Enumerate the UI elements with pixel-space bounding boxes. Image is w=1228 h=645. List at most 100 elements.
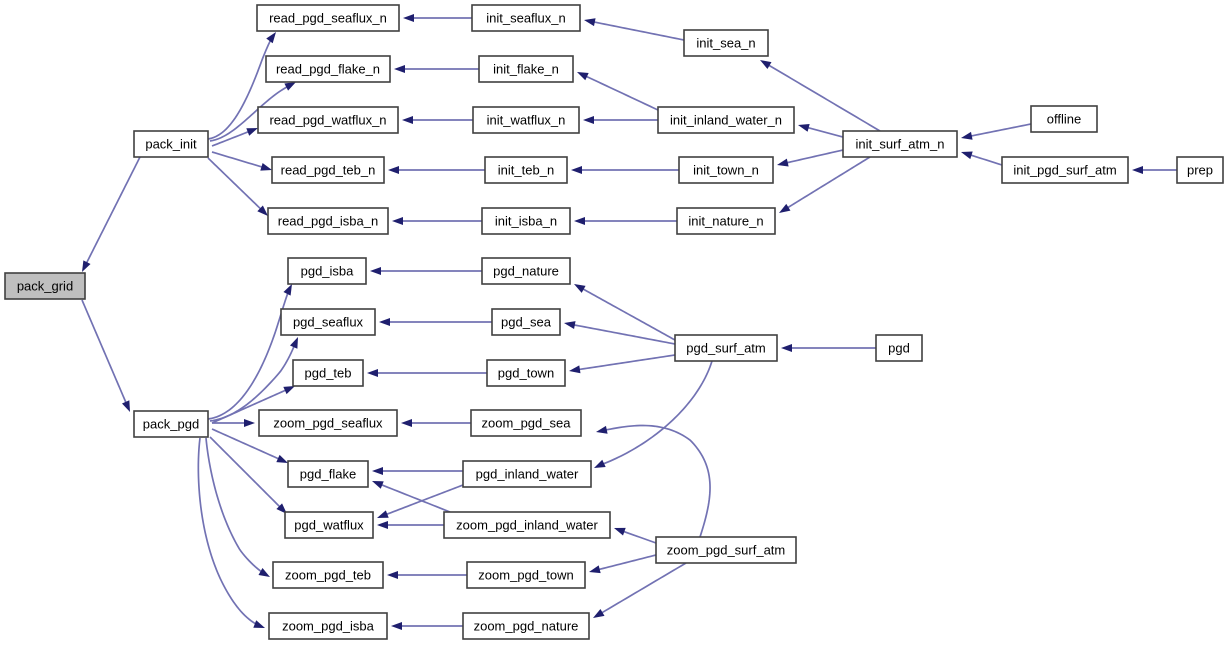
node-box-init_nature_n[interactable]: [676, 207, 776, 235]
node-box-zoom_pgd_isba[interactable]: [268, 612, 388, 640]
node-init_watflux_n[interactable]: init_watflux_n: [472, 106, 580, 134]
node-box-zoom_pgd_nature[interactable]: [462, 612, 590, 640]
node-box-pgd_inland_water[interactable]: [462, 460, 592, 488]
edge-pgd_sea-to-pgd_seaflux: [379, 318, 492, 326]
node-init_seaflux_n[interactable]: init_seaflux_n: [471, 4, 581, 32]
node-zoom_pgd_teb[interactable]: zoom_pgd_teb: [272, 561, 384, 589]
node-box-pack_init[interactable]: [133, 130, 209, 158]
node-box-pack_grid[interactable]: [4, 272, 86, 300]
node-zoom_pgd_seaflux[interactable]: zoom_pgd_seaflux: [258, 409, 398, 437]
node-box-pgd_flake[interactable]: [287, 460, 369, 488]
node-pgd_watflux[interactable]: pgd_watflux: [284, 511, 374, 539]
arrowhead-icon: [961, 131, 973, 140]
node-box-pgd_sea[interactable]: [491, 308, 561, 336]
node-box-init_pgd_surf_atm[interactable]: [1001, 156, 1129, 184]
node-pgd_isba[interactable]: pgd_isba: [287, 257, 367, 285]
node-init_inland_water_n[interactable]: init_inland_water_n: [657, 106, 795, 134]
node-box-zoom_pgd_town[interactable]: [466, 561, 586, 589]
node-box-read_pgd_seaflux_n[interactable]: [256, 4, 400, 32]
node-pgd[interactable]: pgd: [875, 334, 923, 362]
node-prep[interactable]: prep: [1176, 156, 1224, 184]
node-read_pgd_teb_n[interactable]: read_pgd_teb_n: [271, 156, 385, 184]
edge-line: [211, 428, 281, 461]
node-box-read_pgd_watflux_n[interactable]: [257, 106, 399, 134]
arrowhead-icon: [246, 128, 258, 136]
node-init_surf_atm_n[interactable]: init_surf_atm_n: [842, 130, 958, 158]
node-box-pgd_seaflux[interactable]: [280, 308, 376, 336]
node-box-init_sea_n[interactable]: [683, 29, 769, 57]
node-box-prep[interactable]: [1176, 156, 1224, 184]
node-zoom_pgd_surf_atm[interactable]: zoom_pgd_surf_atm: [655, 536, 797, 564]
node-box-pgd_teb[interactable]: [292, 359, 364, 387]
node-box-init_surf_atm_n[interactable]: [842, 130, 958, 158]
node-box-init_watflux_n[interactable]: [472, 106, 580, 134]
node-box-offline[interactable]: [1030, 105, 1098, 133]
node-pgd_sea[interactable]: pgd_sea: [491, 308, 561, 336]
node-zoom_pgd_isba[interactable]: zoom_pgd_isba: [268, 612, 388, 640]
edge-init_nature_n-to-init_isba_n: [574, 217, 677, 225]
node-pack_init[interactable]: pack_init: [133, 130, 209, 158]
arrowhead-icon: [266, 32, 276, 44]
node-init_sea_n[interactable]: init_sea_n: [683, 29, 769, 57]
node-init_isba_n[interactable]: init_isba_n: [481, 207, 571, 235]
arrowhead-icon: [569, 365, 581, 374]
node-box-pgd_watflux[interactable]: [284, 511, 374, 539]
node-zoom_pgd_sea[interactable]: zoom_pgd_sea: [470, 409, 582, 437]
arrowhead-icon: [961, 151, 973, 160]
edge-pgd_isba-to-pack_pgd: [207, 284, 292, 420]
arrowhead-icon: [614, 527, 626, 536]
node-box-zoom_pgd_inland_water[interactable]: [443, 511, 611, 539]
node-box-init_flake_n[interactable]: [478, 55, 574, 83]
node-pgd_inland_water[interactable]: pgd_inland_water: [462, 460, 592, 488]
arrowhead-icon: [781, 344, 792, 352]
node-offline[interactable]: offline: [1030, 105, 1098, 133]
node-box-init_isba_n[interactable]: [481, 207, 571, 235]
node-box-pgd_nature[interactable]: [481, 257, 571, 285]
node-pgd_flake[interactable]: pgd_flake: [287, 460, 369, 488]
node-box-zoom_pgd_teb[interactable]: [272, 561, 384, 589]
edge-line: [604, 424, 711, 538]
node-box-read_pgd_teb_n[interactable]: [271, 156, 385, 184]
node-init_flake_n[interactable]: init_flake_n: [478, 55, 574, 83]
node-box-zoom_pgd_sea[interactable]: [470, 409, 582, 437]
node-pgd_nature[interactable]: pgd_nature: [481, 257, 571, 285]
node-init_nature_n[interactable]: init_nature_n: [676, 207, 776, 235]
edge-line: [581, 287, 676, 341]
edge-read_pgd_seaflux_n-to-pack_init: [207, 32, 276, 140]
node-init_town_n[interactable]: init_town_n: [678, 156, 774, 184]
node-box-pgd_surf_atm[interactable]: [674, 334, 778, 362]
node-read_pgd_seaflux_n[interactable]: read_pgd_seaflux_n: [256, 4, 400, 32]
node-pack_grid[interactable]: pack_grid: [4, 272, 86, 300]
node-pgd_seaflux[interactable]: pgd_seaflux: [280, 308, 376, 336]
node-box-read_pgd_flake_n[interactable]: [265, 55, 391, 83]
node-read_pgd_flake_n[interactable]: read_pgd_flake_n: [265, 55, 391, 83]
node-init_teb_n[interactable]: init_teb_n: [484, 156, 568, 184]
node-box-init_seaflux_n[interactable]: [471, 4, 581, 32]
node-zoom_pgd_nature[interactable]: zoom_pgd_nature: [462, 612, 590, 640]
edge-init_seaflux_n-to-read_pgd_seaflux_n: [403, 14, 472, 22]
node-box-read_pgd_isba_n[interactable]: [267, 207, 389, 235]
node-box-pgd[interactable]: [875, 334, 923, 362]
node-pgd_town[interactable]: pgd_town: [486, 359, 566, 387]
node-zoom_pgd_inland_water[interactable]: zoom_pgd_inland_water: [443, 511, 611, 539]
node-box-pgd_town[interactable]: [486, 359, 566, 387]
edge-pgd_town-to-pgd_teb: [367, 369, 487, 377]
node-read_pgd_watflux_n[interactable]: read_pgd_watflux_n: [257, 106, 399, 134]
edge-line: [622, 530, 657, 544]
node-init_pgd_surf_atm[interactable]: init_pgd_surf_atm: [1001, 156, 1129, 184]
node-pgd_surf_atm[interactable]: pgd_surf_atm: [674, 334, 778, 362]
edge-line: [207, 39, 272, 140]
node-box-zoom_pgd_surf_atm[interactable]: [655, 536, 797, 564]
node-pgd_teb[interactable]: pgd_teb: [292, 359, 364, 387]
node-box-pgd_isba[interactable]: [287, 257, 367, 285]
node-zoom_pgd_town[interactable]: zoom_pgd_town: [466, 561, 586, 589]
node-pack_pgd[interactable]: pack_pgd: [133, 410, 209, 438]
node-box-pack_pgd[interactable]: [133, 410, 209, 438]
edge-pgd_teb-to-pack_pgd: [211, 386, 295, 424]
node-read_pgd_isba_n[interactable]: read_pgd_isba_n: [267, 207, 389, 235]
node-box-init_inland_water_n[interactable]: [657, 106, 795, 134]
edge-pgd_watflux-to-pack_pgd: [209, 436, 287, 514]
node-box-zoom_pgd_seaflux[interactable]: [258, 409, 398, 437]
node-box-init_town_n[interactable]: [678, 156, 774, 184]
node-box-init_teb_n[interactable]: [484, 156, 568, 184]
